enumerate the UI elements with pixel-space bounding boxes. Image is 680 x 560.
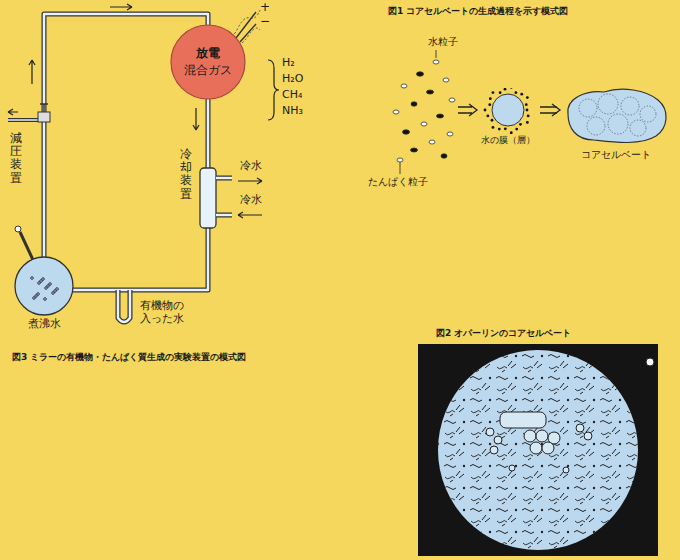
node-text: 混合ガス (184, 62, 232, 79)
protein-dot (504, 88, 507, 91)
protein-dot (526, 96, 529, 99)
node-flask: 煮沸水 (14, 256, 74, 331)
vertical-label: 減圧装置 (10, 132, 22, 185)
part-label: 冷水 (240, 194, 262, 207)
protein-dot (491, 119, 494, 122)
bubble (44, 298, 47, 301)
part-label: 有機物の 入った水 (140, 300, 192, 325)
inner-cell (630, 120, 646, 136)
protein-dot (526, 121, 529, 124)
protein-dot (525, 103, 528, 106)
part-label: CH₄ (282, 89, 302, 102)
inner-cell (608, 114, 628, 134)
micrograph (418, 344, 658, 556)
bubble (56, 288, 59, 291)
connector (72, 99, 208, 290)
inner-cell (598, 94, 618, 114)
inner-cell (587, 117, 605, 135)
bubble (37, 293, 40, 296)
arrow-head (552, 104, 560, 116)
vertical-label: 冷却装置 (180, 148, 192, 201)
protein-dot (515, 128, 518, 131)
bubble (49, 283, 52, 286)
boiling-flask (15, 257, 73, 315)
protein-dot (510, 88, 513, 89)
tube-bore (72, 99, 208, 290)
protein-dot (492, 126, 495, 129)
figure-caption: 図2 オパーリンのコアセルベート (436, 328, 571, 338)
figure-caption: 図1 コアセルベートの生成過程を示す模式図 (388, 6, 568, 16)
node-text: 水の膜（層） (478, 134, 538, 147)
tube-wall (72, 99, 208, 290)
node-sphere: 放電混合ガス (170, 24, 246, 100)
water-film (492, 94, 524, 126)
apparatus-parts (8, 4, 279, 322)
inner-cell (579, 99, 597, 117)
node-blob: コアセルベート (562, 84, 670, 162)
protein-dot (489, 97, 492, 100)
blob-outline (562, 84, 670, 148)
node-text: 放電 (196, 45, 220, 62)
node-text: コアセルベート (562, 148, 670, 162)
connector (540, 104, 560, 116)
part-label: 冷水 (240, 160, 262, 173)
protein-dot (526, 109, 529, 112)
part-label: たんぱく粒子 (368, 176, 428, 188)
part-label: 水粒子 (428, 36, 458, 48)
bubble (42, 278, 45, 281)
inner-cell (640, 106, 656, 122)
inner-cell (621, 97, 639, 115)
bubble (31, 277, 34, 280)
protein-dot (499, 91, 502, 94)
flask-outline (14, 256, 74, 316)
node-film: 水の膜（層） (478, 88, 538, 147)
part-label: NH₃ (282, 105, 303, 118)
protein-dot (488, 103, 491, 106)
protein-dot (486, 115, 489, 118)
double-arrow (458, 104, 477, 116)
flask-outline (170, 24, 246, 100)
protein-dot (504, 127, 507, 130)
protein-dot (527, 115, 530, 118)
protein-dot (484, 109, 487, 112)
protein-dot (519, 123, 522, 126)
protein-dot (510, 131, 513, 134)
particles (393, 60, 455, 162)
film-outline (478, 88, 538, 134)
protein-dot (492, 91, 495, 94)
protein-dot (498, 128, 501, 131)
part-label: H₂ (282, 57, 295, 70)
part-label: − (260, 15, 270, 29)
protein-dot (514, 91, 517, 94)
figure-caption: 図3 ミラーの有機物・たんぱく質生成の実験装置の模式図 (12, 352, 246, 362)
protein-dot (520, 93, 523, 96)
sphere-flask (171, 25, 245, 99)
double-arrow (540, 107, 557, 113)
part-label: + (260, 1, 270, 15)
node-text: 煮沸水 (14, 316, 74, 331)
part-label: H₂O (282, 73, 303, 86)
coacervate-shape (568, 89, 666, 142)
leader-line (400, 50, 436, 174)
